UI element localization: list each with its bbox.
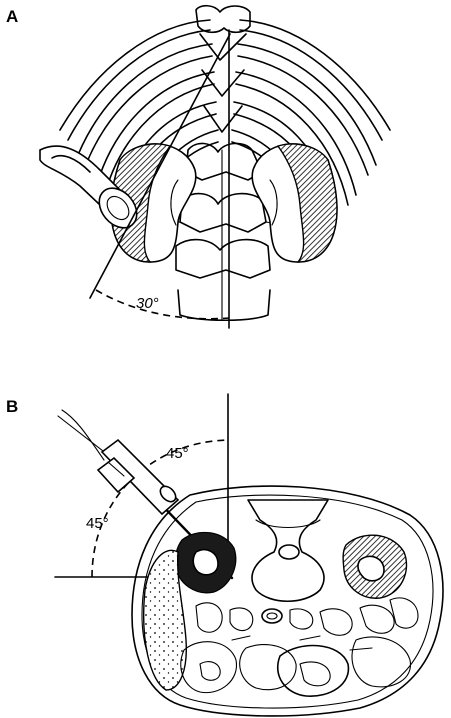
angle-label-45-left: 45°	[86, 515, 109, 532]
angle-arc-a	[96, 290, 229, 319]
panel-a: A	[6, 6, 390, 328]
panel-a-label: A	[6, 7, 18, 26]
panel-b-label: B	[6, 397, 18, 416]
angle-label-30: 30°	[136, 295, 159, 312]
torso-cross-section	[132, 486, 443, 716]
ultrasound-probe-b	[62, 410, 179, 514]
angle-label-45-top: 45°	[166, 445, 189, 462]
panel-b: B 45° 45°	[6, 394, 443, 716]
